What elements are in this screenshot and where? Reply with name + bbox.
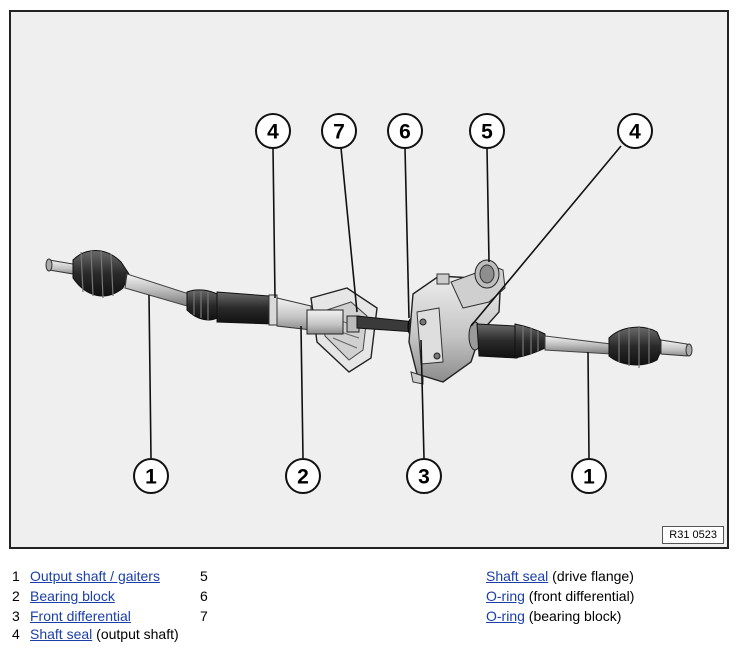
legend-suffix: (bearing block) — [524, 608, 622, 624]
front-differential — [408, 259, 506, 385]
legend-link-output-shaft[interactable]: Output shaft / gaiters — [30, 568, 160, 584]
callout-number: 4 — [629, 121, 641, 144]
legend-item: O-ring (bearing block) — [486, 606, 621, 626]
callout-c1-left: 1 — [133, 458, 169, 494]
callout-number: 4 — [267, 121, 279, 144]
legend-link-shaft-seal-drive-flange[interactable]: Shaft seal — [486, 568, 549, 584]
callout-c5: 5 — [469, 113, 505, 149]
callout-number: 2 — [297, 466, 309, 489]
legend-number: 5 — [200, 568, 208, 584]
left-output-shaft — [45, 249, 312, 331]
legend-link-o-ring-differential[interactable]: O-ring — [486, 588, 525, 604]
legend-number-only: 6 — [200, 586, 208, 606]
leader-lines — [148, 145, 622, 459]
legend-link-bearing-block[interactable]: Bearing block — [30, 588, 115, 604]
callout-c7: 7 — [321, 113, 357, 149]
callout-number: 1 — [583, 466, 595, 489]
legend-number: 4 — [12, 626, 20, 642]
callout-c2: 2 — [285, 458, 321, 494]
left-outer-gaiter — [72, 249, 130, 299]
right-output-shaft — [476, 323, 693, 368]
callout-number: 3 — [418, 466, 430, 489]
figure-reference: R31 0523 — [662, 526, 724, 544]
legend-link-o-ring-bearing-block[interactable]: O-ring — [486, 608, 525, 624]
legend-number: 2 — [12, 588, 20, 604]
legend-link-front-differential[interactable]: Front differential — [30, 608, 131, 624]
callout-number: 1 — [145, 466, 157, 489]
legend-number-only: 5 — [200, 566, 208, 586]
legend-suffix: (drive flange) — [548, 568, 634, 584]
callout-c1-right: 1 — [571, 458, 607, 494]
callout-c4-right: 4 — [617, 113, 653, 149]
callout-c4-left: 4 — [255, 113, 291, 149]
right-inner-gaiter — [514, 323, 546, 359]
legend-item: Shaft seal (drive flange) — [486, 566, 634, 586]
callout-c6: 6 — [387, 113, 423, 149]
right-outer-gaiter — [608, 326, 664, 368]
bearing-block — [306, 287, 378, 373]
legend-item: O-ring (front differential) — [486, 586, 634, 606]
left-inner-gaiter — [186, 289, 218, 321]
callout-number: 7 — [333, 121, 345, 144]
legend-number: 6 — [200, 588, 208, 604]
exploded-diagram: 1 2 3 1 4 7 6 5 — [9, 10, 729, 549]
legend-number-only: 7 — [200, 606, 208, 626]
legend-suffix: (front differential) — [524, 588, 635, 604]
legend-number: 3 — [12, 608, 20, 624]
callout-number: 6 — [399, 121, 411, 144]
legend-number: 1 — [12, 568, 20, 584]
callout-c3: 3 — [406, 458, 442, 494]
legend-number: 7 — [200, 608, 208, 624]
legend-link-shaft-seal-output[interactable]: Shaft seal — [30, 626, 93, 642]
drivetrain-illustration: 1 2 3 1 4 7 6 5 — [45, 113, 693, 494]
callout-number: 5 — [481, 121, 493, 144]
legend-suffix: (output shaft) — [92, 626, 179, 642]
